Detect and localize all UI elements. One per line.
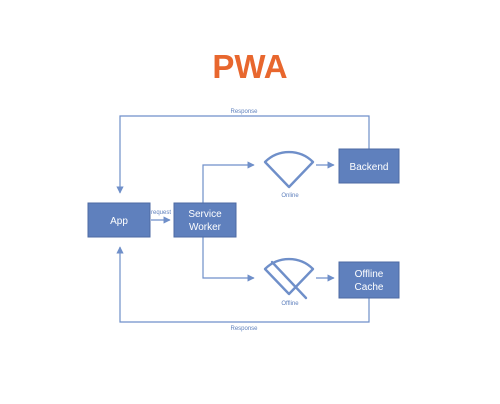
wifi-icon	[263, 150, 315, 189]
sw-to-offline-line	[202, 236, 255, 282]
offline-label: Offline	[281, 301, 299, 307]
offline-cache-label-line2: Cache	[355, 282, 384, 293]
connector-lines	[116, 115, 370, 323]
offline-cache-node: Offline Cache	[338, 261, 400, 299]
backend-node-label: Backend	[350, 162, 389, 173]
response-bottom-label: Response	[230, 326, 258, 332]
request-label: request	[151, 210, 171, 216]
response-top-line	[116, 115, 370, 194]
response-bottom-line	[116, 246, 370, 323]
service-worker-label-line2: Worker	[189, 222, 222, 233]
page-title: PWA	[212, 48, 287, 85]
wifi-off-icon	[263, 257, 315, 300]
app-node-label: App	[110, 216, 128, 227]
sw-to-online-line	[202, 161, 255, 205]
response-top-label: Response	[230, 109, 258, 115]
online-label: Online	[281, 193, 299, 199]
app-node: App	[87, 202, 151, 238]
offline-cache-label-line1: Offline	[355, 269, 384, 280]
backend-node: Backend	[338, 148, 400, 184]
service-worker-node: Service Worker	[173, 202, 237, 238]
service-worker-label-line1: Service	[188, 209, 222, 220]
